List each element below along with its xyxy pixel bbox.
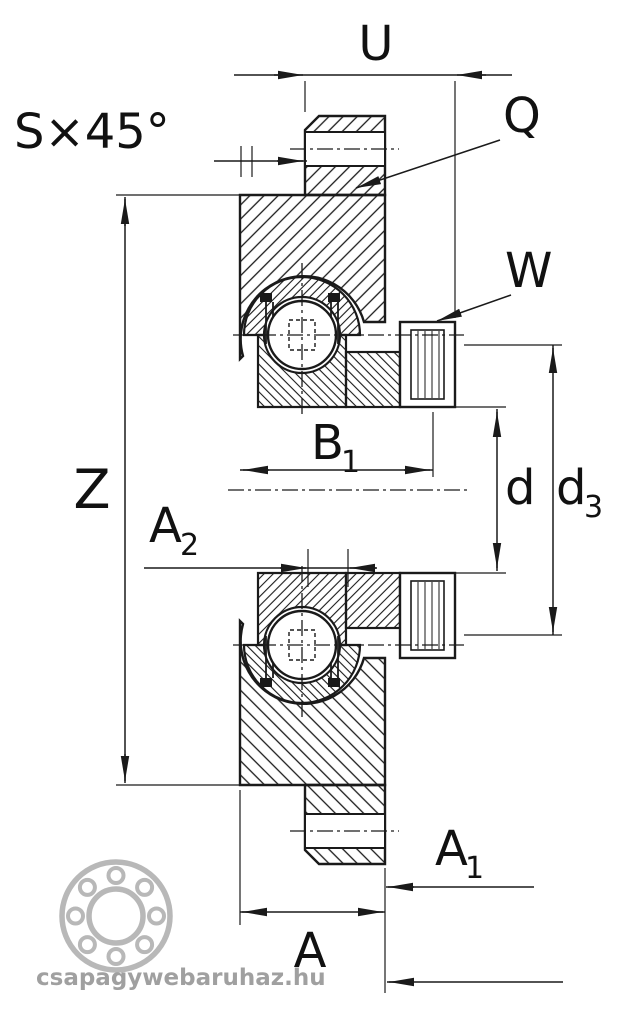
label-d3-sub: 3 <box>584 490 603 525</box>
label-s-chamfer: S×45° <box>14 104 170 160</box>
label-b1: B <box>311 415 344 471</box>
dim-d3: d 3 <box>464 344 603 636</box>
dim-S-chamfer: S×45° <box>14 104 307 177</box>
label-q: Q <box>503 88 541 144</box>
label-a: A <box>294 923 327 979</box>
dim-U: U <box>234 16 512 318</box>
bearing-section-bottom <box>231 564 466 866</box>
label-w: W <box>505 243 552 299</box>
dim-B1: B 1 <box>240 412 434 480</box>
label-u: U <box>358 16 393 72</box>
dim-A2: A 2 <box>144 498 377 587</box>
label-a2-sub: 2 <box>180 528 199 563</box>
dim-W: W <box>436 243 552 322</box>
label-z: Z <box>74 458 111 521</box>
watermark-text: csapagywebaruhaz.hu <box>36 965 326 991</box>
watermark: csapagywebaruhaz.hu <box>36 859 326 991</box>
label-d3: d <box>556 460 586 516</box>
label-a1: A <box>435 821 468 877</box>
label-a1-sub: 1 <box>465 851 484 886</box>
bearing-logo-icon <box>59 859 173 973</box>
label-b1-sub: 1 <box>341 445 360 480</box>
label-d: d <box>505 460 535 516</box>
dim-A: A <box>239 790 563 993</box>
label-a2: A <box>149 498 182 554</box>
dim-Q: Q <box>355 88 541 189</box>
dim-d: d <box>456 406 535 574</box>
dim-A1: A 1 <box>386 821 534 892</box>
dim-Z: Z <box>74 194 243 786</box>
